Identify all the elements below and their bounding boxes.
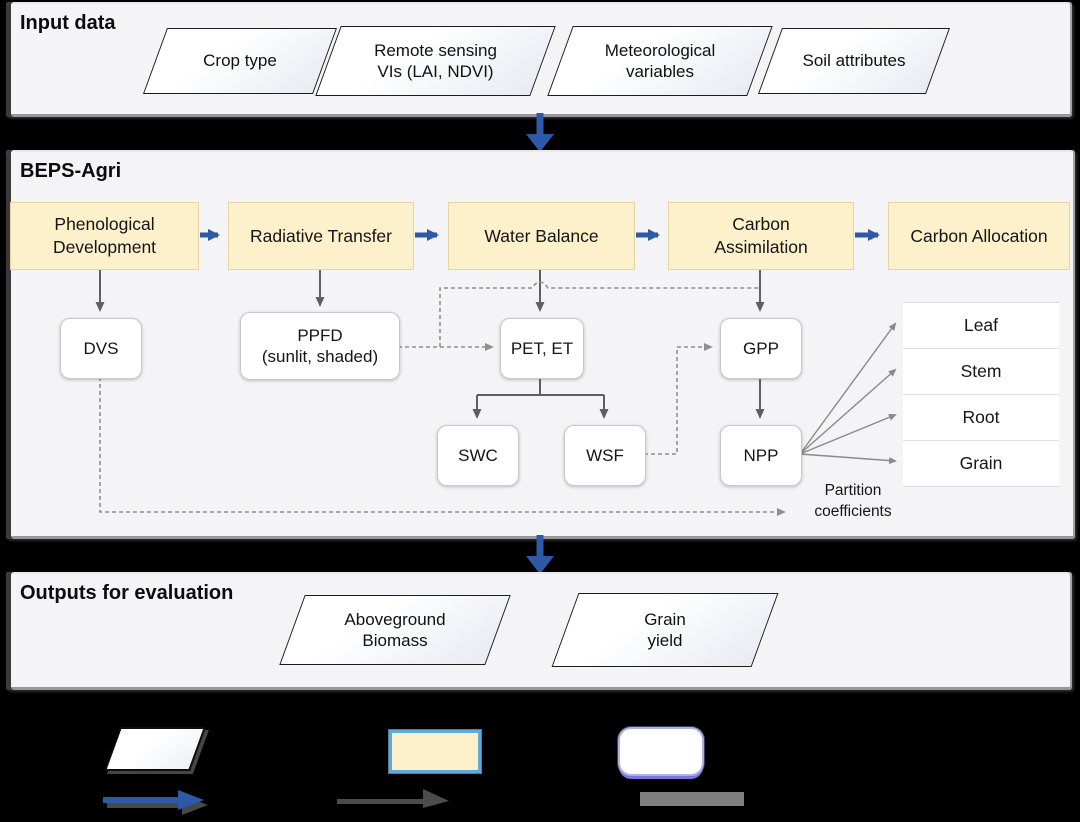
input-crop-type: Crop type xyxy=(142,28,338,94)
variable-box-pet-et: PET, ET xyxy=(500,318,584,379)
flow-arrow-beps-to-outputs xyxy=(526,535,554,574)
input-data-panel: Input data Crop type Remote sensing VIs … xyxy=(6,2,1072,117)
legend-module-box-shape-icon xyxy=(389,730,481,773)
module-box-carbon-assimilation: Carbon Assimilation xyxy=(668,202,854,270)
beps-panel-title: BEPS-Agri xyxy=(20,160,122,182)
outputs-panel: Outputs for evaluation Aboveground Bioma… xyxy=(6,572,1072,690)
dashed-connectors xyxy=(99,281,786,516)
input-soil-attributes: Soil attributes xyxy=(757,28,951,94)
variable-box-dvs: DVS xyxy=(60,318,142,379)
input-soil-attributes-label: Soil attributes xyxy=(802,51,906,71)
legend-dark-gray-arrow-icon xyxy=(337,789,449,808)
output-grain-yield-label: Grain yield xyxy=(644,609,686,650)
beps-agri-panel: BEPS-Agri xyxy=(6,150,1075,539)
solid-connectors xyxy=(95,268,765,419)
legend-variable-box-shape-icon xyxy=(618,727,704,776)
allocation-table: Leaf Stem Root Grain xyxy=(903,302,1059,487)
module-box-phenological-development: Phenological Development xyxy=(10,202,199,270)
partition-coefficients-label: Partition coefficients xyxy=(814,482,892,520)
allocation-row-leaf: Leaf xyxy=(903,303,1059,349)
variable-box-wsf: WSF xyxy=(564,425,646,486)
output-grain-yield: Grain yield xyxy=(551,593,779,667)
module-box-carbon-allocation: Carbon Allocation xyxy=(888,202,1070,270)
output-aboveground-biomass-label: Aboveground Biomass xyxy=(344,609,446,650)
allocation-row-grain: Grain xyxy=(959,453,1003,473)
variable-box-swc: SWC xyxy=(437,425,519,486)
legend-gray-bar-icon xyxy=(640,792,744,806)
input-meteorological: Meteorological variables xyxy=(547,26,773,96)
legend-parallelogram-shape-icon xyxy=(103,727,207,771)
beps-connectors xyxy=(95,229,897,516)
input-panel-title: Input data xyxy=(20,12,116,34)
input-remote-sensing-label: Remote sensing VIs (LAI, NDVI) xyxy=(374,40,497,81)
outputs-panel-title: Outputs for evaluation xyxy=(20,582,234,604)
module-box-water-balance: Water Balance xyxy=(448,202,635,270)
module-box-radiative-transfer: Radiative Transfer xyxy=(228,202,414,270)
variable-box-gpp: GPP xyxy=(720,318,802,379)
flow-arrow-input-to-beps xyxy=(526,113,554,152)
variable-box-npp: NPP xyxy=(720,425,802,486)
legend-blue-flow-arrow-icon xyxy=(103,790,208,815)
npp-fan-arrows xyxy=(799,322,897,465)
output-aboveground-biomass: Aboveground Biomass xyxy=(279,595,511,665)
input-remote-sensing: Remote sensing VIs (LAI, NDVI) xyxy=(315,26,556,96)
input-crop-type-label: Crop type xyxy=(203,51,277,71)
allocation-row-stem: Stem xyxy=(903,349,1059,395)
input-meteorological-label: Meteorological variables xyxy=(604,40,716,81)
variable-box-ppfd: PPFD (sunlit, shaded) xyxy=(240,312,400,380)
allocation-row-root: Root xyxy=(903,395,1059,441)
